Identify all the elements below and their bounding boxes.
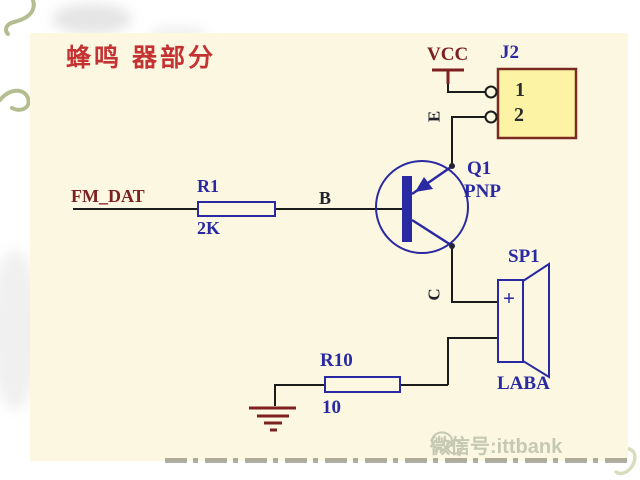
resistor-r10-ref: R10	[320, 350, 353, 371]
resistor-r1-ref: R1	[197, 176, 219, 196]
speaker-sp1-body	[497, 279, 524, 363]
pin-label-base: B	[319, 188, 332, 208]
connector-j2-pin2-number: 2	[514, 104, 524, 126]
transistor-q1-base-bar	[402, 176, 412, 242]
connector-j2-pin2-circle	[484, 110, 498, 124]
transistor-q1-envelope	[375, 160, 469, 254]
wire-r10-to-ground	[274, 384, 325, 406]
wire-collector-to-speaker	[451, 246, 498, 303]
wire-pin2-to-emitter	[451, 116, 486, 166]
resistor-r1-body	[197, 201, 276, 217]
wire-vcc-to-pin1	[447, 82, 486, 93]
transistor-q1-type: PNP	[464, 181, 501, 202]
speaker-sp1-plus: +	[503, 286, 515, 310]
speaker-sp1-ref: SP1	[508, 246, 540, 267]
transistor-q1-collector-line	[411, 218, 452, 247]
wire-speaker-to-r10	[447, 337, 498, 385]
connector-j2-pin1-circle	[484, 85, 498, 99]
wires	[73, 82, 498, 406]
resistor-r10-body	[324, 376, 401, 393]
connector-j2	[484, 67, 578, 140]
net-label-vcc: VCC	[427, 44, 469, 65]
resistor-r10-value: 10	[322, 397, 341, 418]
pin-label-collector: C	[424, 288, 444, 301]
ground-symbol	[249, 406, 296, 432]
connector-j2-pin1-number: 1	[515, 79, 525, 101]
speaker-sp1-cone	[522, 262, 550, 379]
resistor-r1-value: 2K	[197, 218, 221, 238]
schematic-title: 蜂鸣 器部分	[66, 44, 216, 72]
transistor-q1-emitter-arrow	[415, 177, 433, 192]
transistor-q1	[375, 160, 469, 254]
transistor-q1-ref: Q1	[467, 158, 492, 179]
wechat-icon	[431, 431, 464, 457]
watermark: 微信号:ittbank	[430, 430, 562, 459]
pin-label-emitter: E	[424, 110, 444, 123]
junction-dot	[449, 163, 455, 169]
watermark-text: 微信号:ittbank	[430, 436, 563, 458]
connector-j2-body	[496, 67, 578, 140]
junction-dot	[449, 243, 455, 249]
cutoff-text-strip	[165, 458, 631, 463]
speaker-sp1-value: LABA	[497, 373, 550, 394]
connector-j2-ref: J2	[500, 42, 519, 63]
green-scribble-top-left	[0, 0, 36, 112]
vcc-power-symbol	[432, 68, 464, 84]
speaker-sp1	[497, 262, 550, 379]
net-label-fm-dat: FM_DAT	[71, 186, 145, 206]
